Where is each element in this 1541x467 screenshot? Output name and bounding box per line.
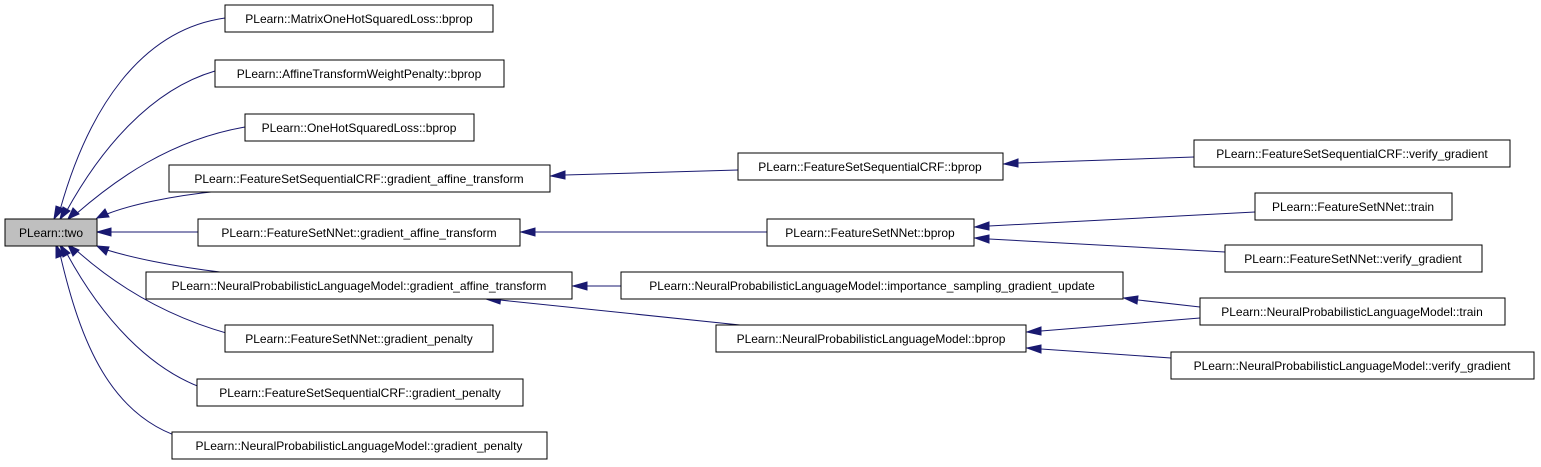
arrowhead-icon [95, 227, 112, 237]
node-nplm-gradient-penalty[interactable]: PLearn::NeuralProbabilisticLanguageModel… [171, 431, 548, 460]
edge-fsnn-vg-to-fsnn-bprop [988, 238, 1226, 253]
arrowhead-icon [59, 206, 71, 221]
node-fscrf-gradient-penalty[interactable]: PLearn::FeatureSetSequentialCRF::gradien… [196, 378, 524, 407]
edge-fsnn-train-to-fsnn-bprop [988, 211, 1256, 227]
node-nplm-verify-gradient[interactable]: PLearn::NeuralProbabilisticLanguageModel… [1170, 351, 1535, 380]
node-plearn-two[interactable]: PLearn::two [4, 218, 98, 247]
node-fscrf-verify-gradient[interactable]: PLearn::FeatureSetSequentialCRF::verify_… [1193, 139, 1511, 168]
node-fscrf-bprop[interactable]: PLearn::FeatureSetSequentialCRF::bprop [737, 152, 1004, 181]
node-fsnn-gradient-penalty[interactable]: PLearn::FeatureSetNNet::gradient_penalty [224, 324, 494, 353]
edge-mohsl-bprop-to-two [59, 17, 226, 211]
node-label: PLearn::FeatureSetNNet::gradient_affine_… [221, 226, 496, 240]
arrowhead-icon [55, 243, 65, 259]
node-affine-transform-weight-penalty-bprop[interactable]: PLearn::AffineTransformWeightPenalty::bp… [214, 59, 505, 88]
node-matrix-one-hot-squared-loss-bprop[interactable]: PLearn::MatrixOneHotSquaredLoss::bprop [224, 4, 494, 33]
edge-ohsl-bprop-to-two [75, 126, 246, 215]
edge-nplm-gat-to-two [106, 249, 221, 273]
edge-fsnn-gp-to-two [75, 249, 246, 339]
edge-nplm-bprop-to-nplm-gat [499, 299, 741, 326]
node-label: PLearn::MatrixOneHotSquaredLoss::bprop [245, 12, 473, 26]
arrowhead-icon [1025, 344, 1042, 354]
edge-fscrf-vg-to-fscrf-bprop [1017, 156, 1195, 164]
edge-nplm-gp-to-two [59, 253, 191, 441]
node-label: PLearn::FeatureSetNNet::bprop [785, 226, 955, 240]
edge-nplm-train-to-nplm-bprop [1040, 317, 1201, 332]
arrowhead-icon [95, 208, 110, 219]
arrowhead-icon [66, 243, 80, 257]
node-label: PLearn::FeatureSetSequentialCRF::gradien… [219, 386, 501, 400]
arrowhead-icon [973, 221, 990, 231]
arrowhead-icon [95, 245, 110, 256]
node-fsnn-train[interactable]: PLearn::FeatureSetNNet::train [1254, 192, 1453, 221]
node-nplm-bprop[interactable]: PLearn::NeuralProbabilisticLanguageModel… [715, 324, 1027, 353]
node-label: PLearn::NeuralProbabilisticLanguageModel… [649, 279, 1095, 293]
node-label: PLearn::FeatureSetNNet::gradient_penalty [245, 332, 472, 346]
node-nplm-gradient-affine-transform[interactable]: PLearn::NeuralProbabilisticLanguageModel… [145, 271, 573, 300]
arrowhead-icon [571, 281, 588, 291]
node-label: PLearn::NeuralProbabilisticLanguageModel… [1194, 359, 1512, 373]
node-label: PLearn::two [19, 226, 83, 240]
node-nplm-importance-sampling-gradient-update[interactable]: PLearn::NeuralProbabilisticLanguageModel… [620, 271, 1124, 300]
node-nplm-train[interactable]: PLearn::NeuralProbabilisticLanguageModel… [1199, 297, 1506, 326]
node-label: PLearn::OneHotSquaredLoss::bprop [262, 121, 457, 135]
edge-nplm-vg-to-nplm-bprop [1040, 348, 1172, 359]
edge-fscrf-bprop-to-fscrf-gat [564, 169, 739, 176]
arrowhead-icon [549, 170, 566, 180]
arrowhead-icon [973, 234, 990, 244]
node-one-hot-squared-loss-bprop[interactable]: PLearn::OneHotSquaredLoss::bprop [244, 113, 475, 142]
node-fsnn-bprop[interactable]: PLearn::FeatureSetNNet::bprop [766, 218, 975, 247]
node-label: PLearn::NeuralProbabilisticLanguageModel… [172, 279, 547, 293]
arrowhead-icon [1002, 158, 1019, 168]
edge-atwp-bprop-to-two [65, 70, 216, 213]
edge-fscrf-gat-to-two [106, 190, 221, 215]
node-label: PLearn::FeatureSetSequentialCRF::bprop [758, 160, 982, 174]
node-fscrf-gradient-affine-transform[interactable]: PLearn::FeatureSetSequentialCRF::gradien… [168, 164, 551, 193]
node-label: PLearn::AffineTransformWeightPenalty::bp… [237, 67, 482, 81]
arrowhead-icon [519, 227, 536, 237]
arrowhead-icon [1025, 326, 1042, 336]
arrowhead-icon [66, 207, 80, 221]
node-label: PLearn::FeatureSetNNet::train [1272, 200, 1434, 214]
node-label: PLearn::FeatureSetSequentialCRF::gradien… [194, 172, 523, 186]
node-label: PLearn::NeuralProbabilisticLanguageModel… [196, 439, 523, 453]
edge-fscrf-gp-to-two [65, 251, 216, 393]
node-label: PLearn::NeuralProbabilisticLanguageModel… [1221, 305, 1483, 319]
node-label: PLearn::FeatureSetSequentialCRF::verify_… [1216, 147, 1488, 161]
node-label: PLearn::NeuralProbabilisticLanguageModel… [737, 332, 1006, 346]
node-fsnn-verify-gradient[interactable]: PLearn::FeatureSetNNet::verify_gradient [1224, 244, 1483, 273]
arrowhead-icon [1122, 295, 1139, 305]
edge-nplm-train-to-nplm-isgu [1137, 299, 1201, 308]
node-fsnn-gradient-affine-transform[interactable]: PLearn::FeatureSetNNet::gradient_affine_… [197, 218, 521, 247]
node-label: PLearn::FeatureSetNNet::verify_gradient [1244, 252, 1462, 266]
nodes-layer: PLearn::two PLearn::MatrixOneHotSquaredL… [4, 4, 1535, 460]
arrowhead-icon [53, 205, 65, 221]
